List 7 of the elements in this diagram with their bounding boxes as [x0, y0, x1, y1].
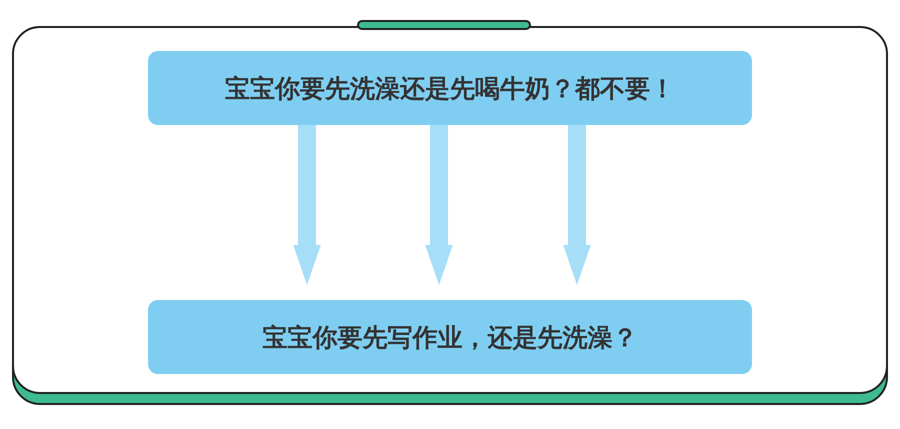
- arrow: [425, 125, 453, 285]
- arrow: [563, 125, 591, 285]
- box-text: 宝宝你要先洗澡还是先喝牛奶？都不要！: [225, 72, 675, 104]
- text-box: [148, 51, 752, 125]
- box-text: 宝宝你要先写作业，还是先洗澡？: [262, 322, 638, 354]
- arrow: [293, 125, 321, 285]
- text-box: [148, 300, 752, 374]
